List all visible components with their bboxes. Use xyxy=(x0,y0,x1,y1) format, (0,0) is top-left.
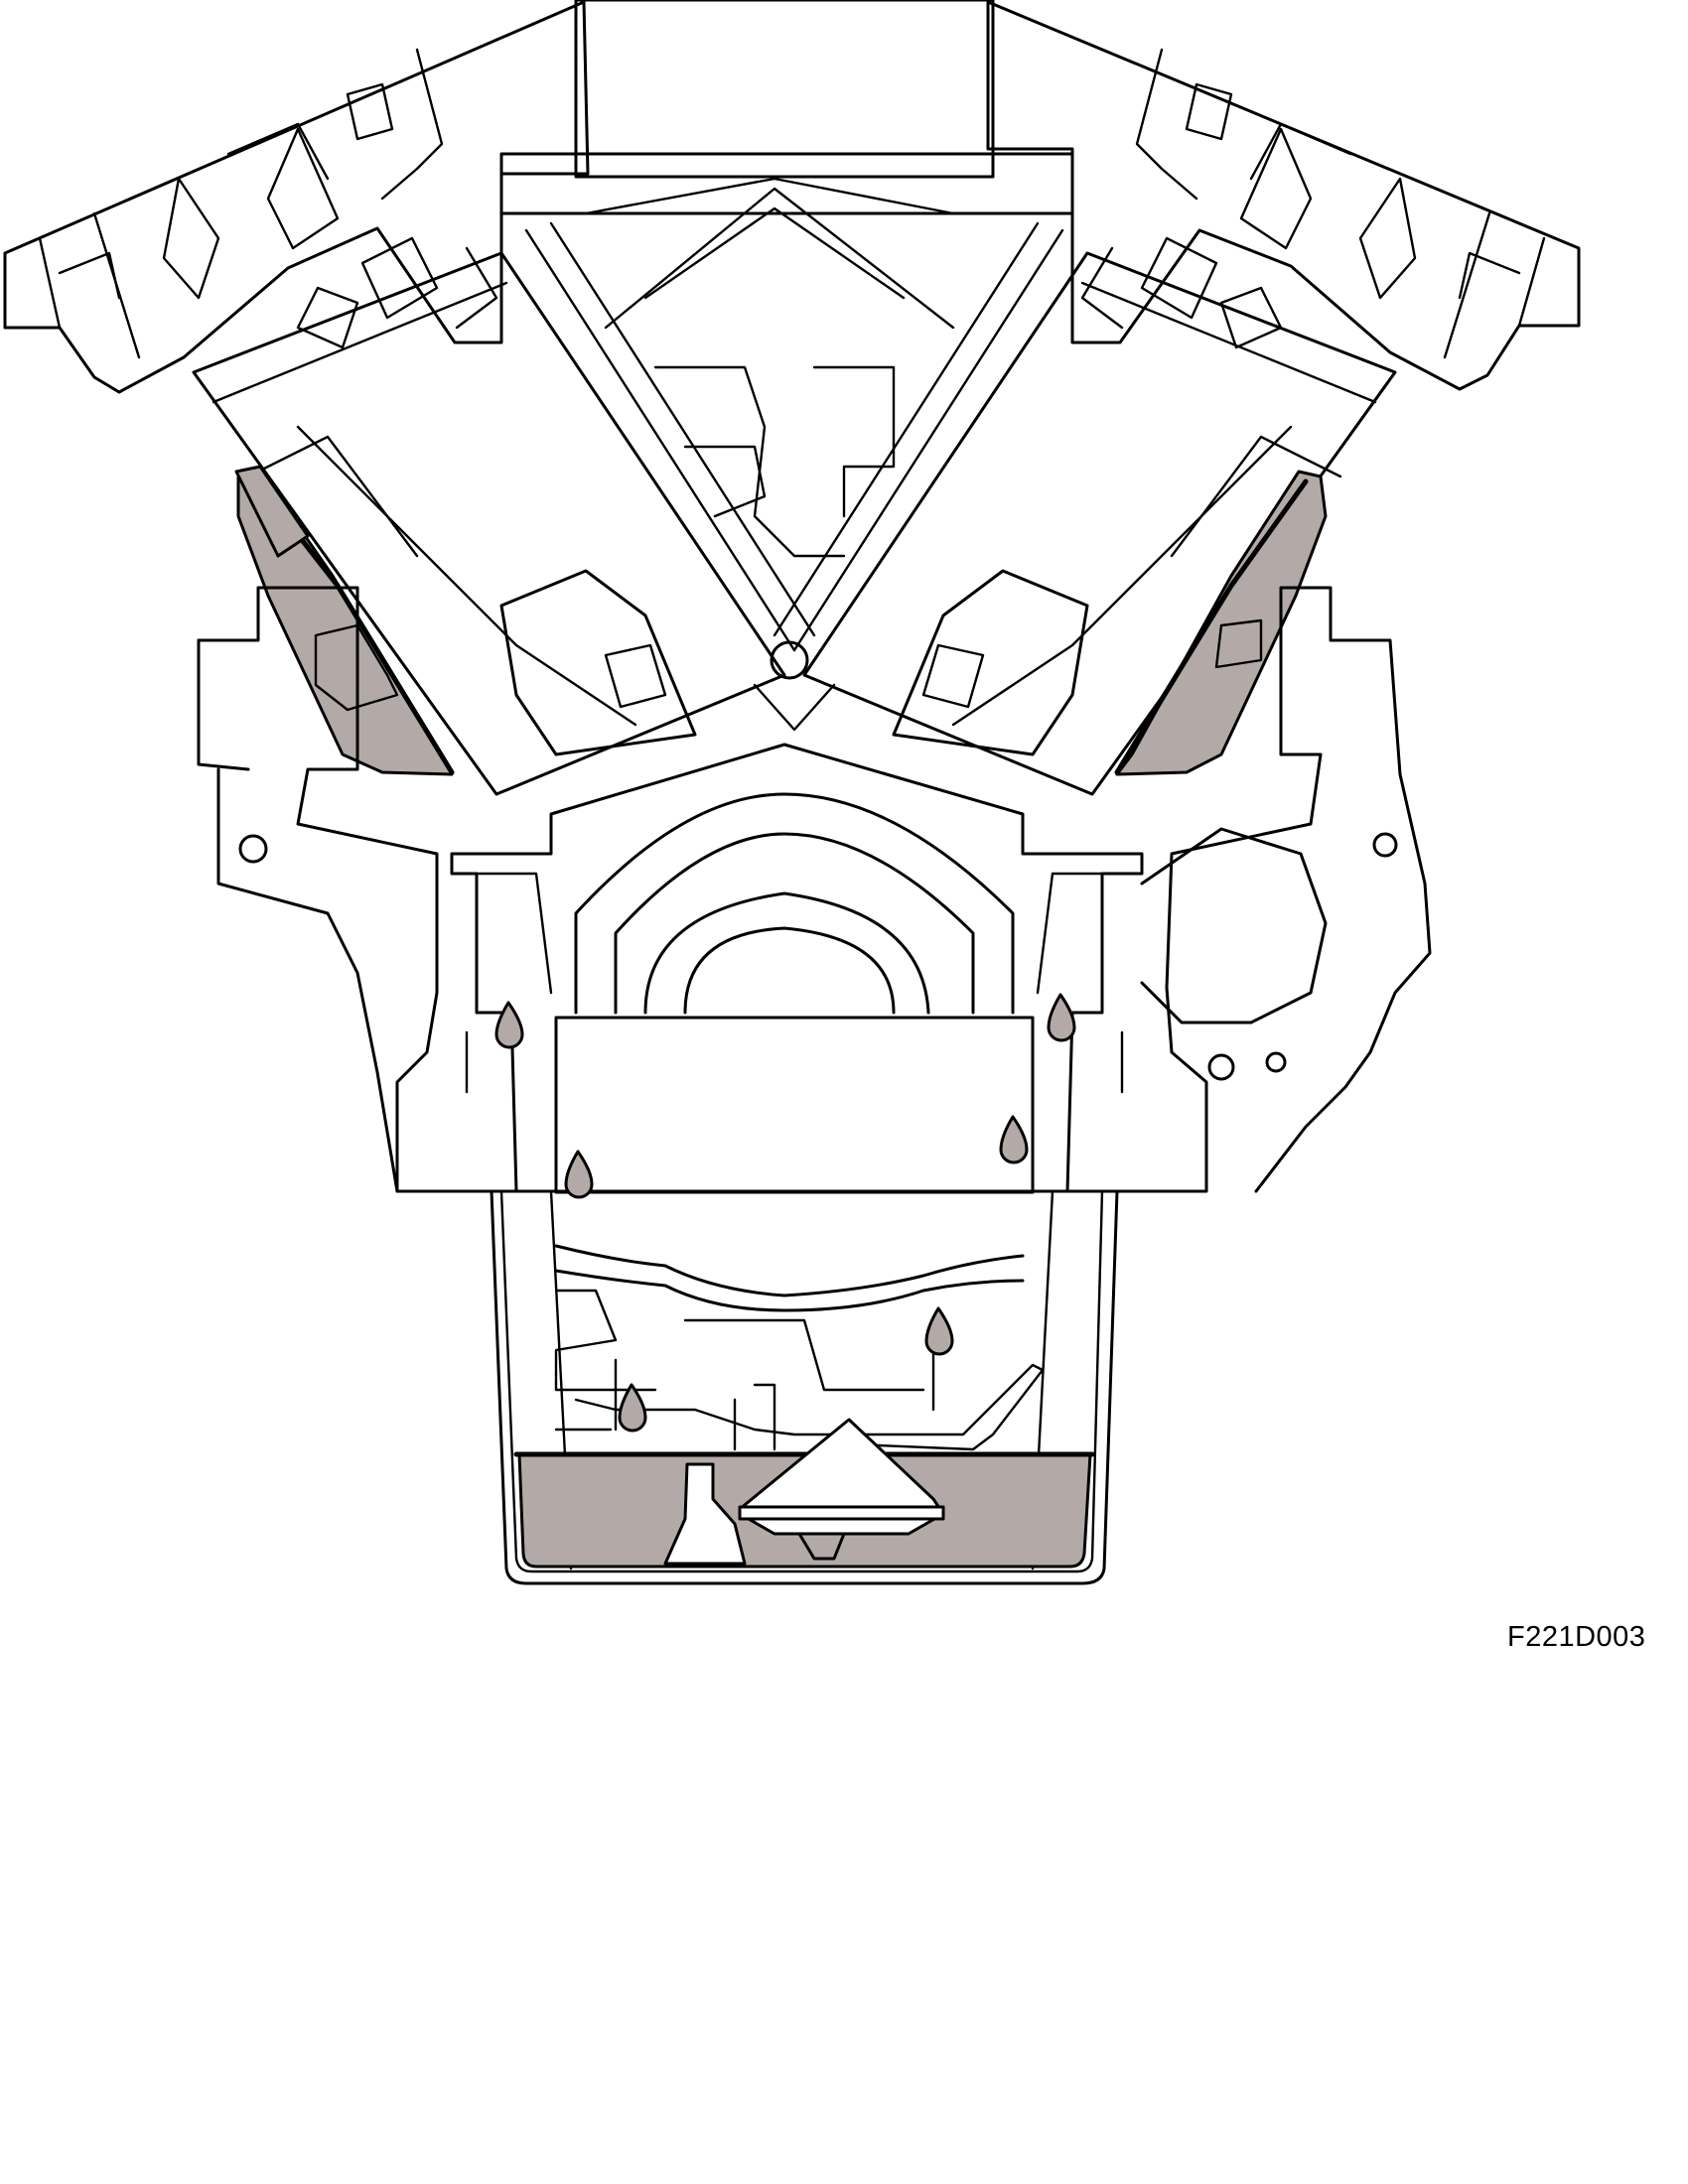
left-cylinder-head xyxy=(3,0,590,394)
oil-pickup-tube xyxy=(663,1462,747,1566)
figure-code: F221D003 xyxy=(1507,1621,1646,1653)
engine-valley xyxy=(653,365,896,732)
oil-pan xyxy=(490,1189,1119,1585)
right-head-oil-return xyxy=(1115,470,1328,776)
engine-block xyxy=(197,586,1432,1193)
oil-drip-left-mid xyxy=(564,1150,594,1199)
oil-drip-right-lower xyxy=(924,1306,954,1356)
oil-drip-left-lower xyxy=(618,1383,647,1433)
oil-drip-right-mid xyxy=(999,1115,1029,1164)
oil-drips xyxy=(494,993,1076,1433)
right-cylinder-head xyxy=(986,0,1581,391)
right-head-oil-gallery xyxy=(1114,470,1328,776)
left-head-oil-channel xyxy=(234,465,310,558)
crankcase xyxy=(450,743,1144,1194)
left-head-oil-gallery xyxy=(234,465,455,776)
left-cylinder-bank xyxy=(192,221,816,796)
intake-block xyxy=(499,0,1074,330)
oil-sump-level xyxy=(513,1418,1095,1569)
right-cylinder-bank xyxy=(773,221,1397,796)
oil-drip-left-upper xyxy=(494,1001,524,1049)
oil-drip-right-upper xyxy=(1047,993,1076,1042)
